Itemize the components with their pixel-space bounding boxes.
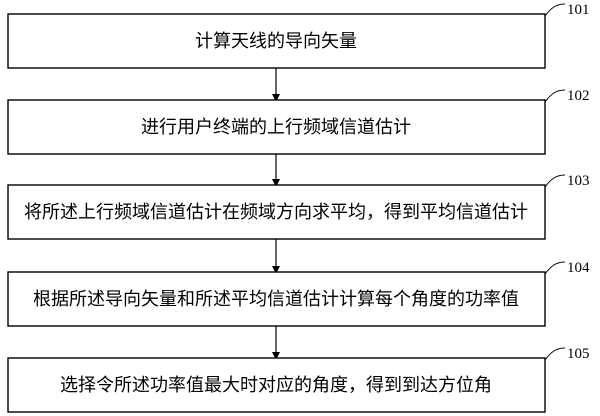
step-box-101 bbox=[7, 13, 546, 69]
step-label-104: 104 bbox=[567, 260, 590, 276]
leader-line-102 bbox=[544, 89, 566, 103]
step-text-105: 选择令所述功率值最大时对应的角度，得到到达方位角 bbox=[60, 375, 492, 396]
step-box-105 bbox=[7, 357, 546, 413]
step-label-105: 105 bbox=[567, 346, 590, 362]
leader-line-104 bbox=[544, 261, 566, 275]
step-text-103: 将所述上行频域信道估计在频域方向求平均，得到平均信道估计 bbox=[24, 202, 528, 223]
step-text-101: 计算天线的导向矢量 bbox=[195, 31, 357, 52]
step-label-103: 103 bbox=[567, 173, 590, 189]
step-text-102: 进行用户终端的上行频域信道估计 bbox=[141, 117, 411, 138]
step-box-102 bbox=[7, 99, 546, 155]
step-label-101: 101 bbox=[567, 2, 590, 18]
step-box-103 bbox=[7, 184, 546, 240]
leader-line-105 bbox=[544, 347, 566, 361]
step-label-102: 102 bbox=[567, 88, 590, 104]
leader-line-101 bbox=[544, 3, 566, 17]
step-text-104: 根据所述导向矢量和所述平均信道估计计算每个角度的功率值 bbox=[33, 289, 519, 310]
leader-line-103 bbox=[544, 174, 566, 188]
